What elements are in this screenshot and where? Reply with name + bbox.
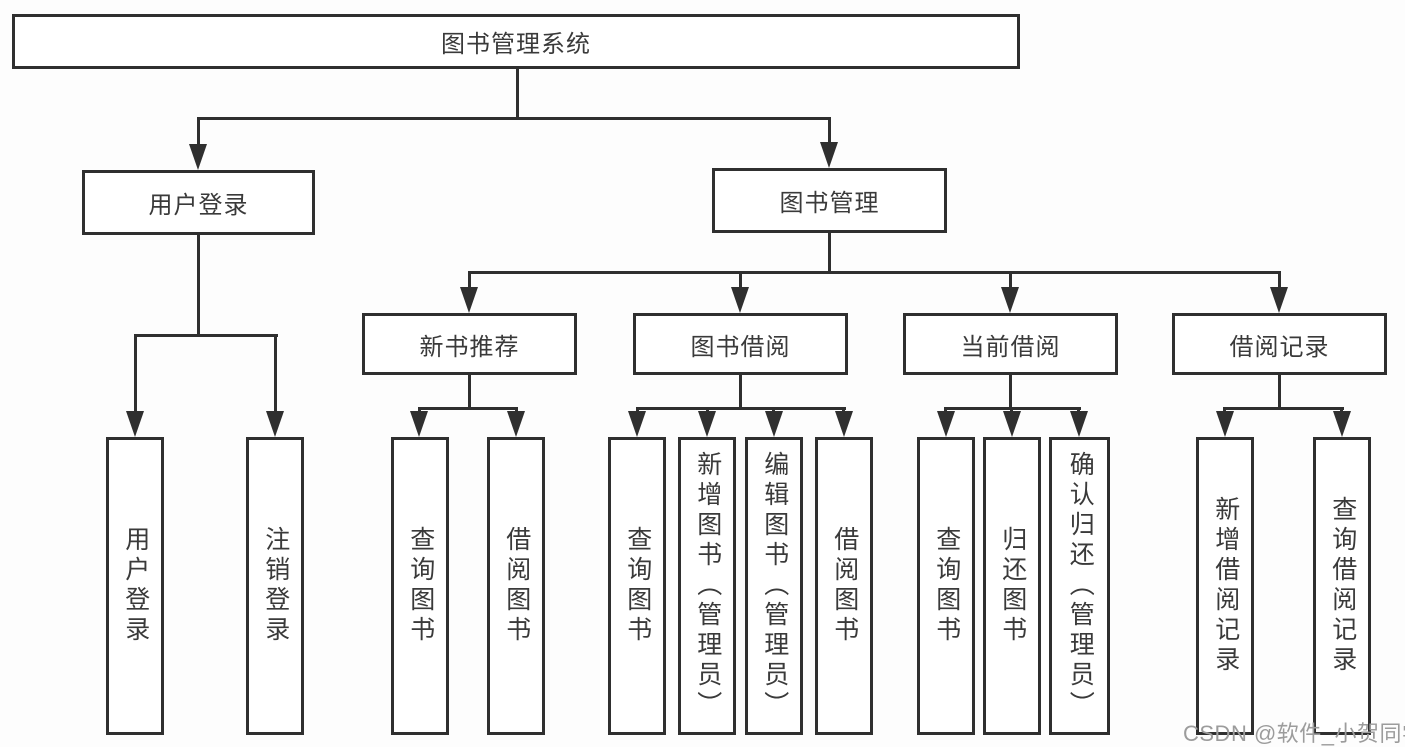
arrowhead-icon [266, 411, 284, 437]
connector-stem-book-mgmt [828, 117, 831, 143]
node-label: 确认归还（管理员） [1066, 451, 1095, 721]
node-current-borrow: 当前借阅 [903, 313, 1118, 375]
node-leaf-query-book-2: 查询图书 [608, 437, 666, 735]
connector-stem-leaf [418, 407, 421, 412]
node-leaf-return-book: 归还图书 [983, 437, 1041, 735]
connector-stem-leaf [1010, 407, 1013, 412]
node-leaf-add-borrow-record: 新增借阅记录 [1196, 437, 1254, 735]
arrowhead-icon [835, 411, 853, 437]
arrowhead-icon [820, 142, 838, 168]
connector-new-book-branch [418, 407, 518, 410]
node-leaf-borrow-book-1: 借阅图书 [487, 437, 545, 735]
connector-stem-leaf [636, 407, 639, 412]
connector-stem-leaf [842, 407, 845, 412]
node-leaf-user-login: 用户登录 [106, 437, 164, 735]
node-label: 用户登录 [148, 192, 249, 219]
node-label: 查询图书 [932, 526, 961, 646]
node-label: 新增图书（管理员） [693, 451, 722, 721]
node-leaf-query-book-1: 查询图书 [391, 437, 449, 735]
csdn-watermark: CSDN @软件_小贺同学 [1183, 721, 1405, 746]
arrowhead-icon [507, 411, 525, 437]
node-label: 当前借阅 [960, 333, 1061, 361]
connector-book-borrow-stub [739, 375, 742, 409]
arrowhead-icon [189, 144, 207, 170]
arrowhead-icon [1001, 287, 1019, 313]
connector-user-login-branch [134, 334, 278, 337]
arrowhead-icon [1216, 411, 1234, 437]
node-label: 查询图书 [406, 526, 435, 646]
arrowhead-icon [460, 287, 478, 313]
node-label: 借阅图书 [502, 526, 531, 646]
connector-stem-leaf [706, 407, 709, 412]
arrowhead-icon [1070, 411, 1088, 437]
node-book-mgmt: 图书管理 [712, 168, 947, 233]
node-leaf-add-book-admin: 新增图书（管理员） [678, 437, 736, 735]
arrowhead-icon [1270, 287, 1288, 313]
connector-stem-user-login [197, 117, 200, 145]
connector-user-login-stub [197, 235, 200, 335]
arrowhead-icon [628, 411, 646, 437]
node-label: 查询借阅记录 [1328, 496, 1357, 676]
node-label: 新增借阅记录 [1211, 496, 1240, 676]
connector-stem-leaf [1077, 407, 1080, 412]
node-label: 用户登录 [121, 526, 150, 646]
connector-stem-leaf [1223, 407, 1226, 412]
connector-borrow-record-branch [1223, 407, 1344, 410]
connector-book-mgmt-stub [828, 233, 831, 273]
node-leaf-query-book-3: 查询图书 [917, 437, 975, 735]
node-label: 查询图书 [623, 526, 652, 646]
node-user-login: 用户登录 [82, 170, 315, 235]
node-label: 图书管理系统 [441, 31, 591, 58]
connector-current-borrow-stub [1009, 375, 1012, 409]
connector-stem-leaf [1340, 407, 1343, 412]
node-label: 注销登录 [261, 526, 290, 646]
node-leaf-confirm-return-admin: 确认归还（管理员） [1049, 437, 1110, 735]
node-label: 编辑图书（管理员） [760, 451, 789, 721]
arrowhead-icon [410, 411, 428, 437]
node-leaf-query-borrow-record: 查询借阅记录 [1313, 437, 1371, 735]
node-book-borrow: 图书借阅 [633, 313, 848, 375]
connector-stem-new-book [468, 271, 471, 288]
connector-stem-borrow-record [1278, 271, 1281, 288]
node-label: 归还图书 [998, 526, 1027, 646]
node-label: 借阅记录 [1229, 333, 1330, 361]
node-borrow-record: 借阅记录 [1172, 313, 1387, 375]
node-label: 图书借阅 [690, 333, 791, 361]
node-label: 新书推荐 [419, 333, 520, 361]
arrowhead-icon [1003, 411, 1021, 437]
arrowhead-icon [698, 411, 716, 437]
connector-book-mgmt-branch [468, 271, 1281, 274]
connector-stem-leaf [944, 407, 947, 412]
arrowhead-icon [937, 411, 955, 437]
connector-stem-logout-leaf [274, 334, 277, 412]
node-label: 图书管理 [779, 190, 880, 217]
arrowhead-icon [731, 287, 749, 313]
arrowhead-icon [126, 411, 144, 437]
connector-book-borrow-branch [636, 407, 846, 410]
node-new-book-rec: 新书推荐 [362, 313, 577, 375]
connector-stem-login-leaf [134, 334, 137, 412]
connector-stem-leaf [772, 407, 775, 412]
node-label: 借阅图书 [830, 526, 859, 646]
node-leaf-logout: 注销登录 [246, 437, 304, 735]
connector-new-book-stub [468, 375, 471, 409]
arrowhead-icon [1333, 411, 1351, 437]
connector-stem-book-borrow [739, 271, 742, 288]
node-root: 图书管理系统 [12, 14, 1020, 69]
node-leaf-edit-book-admin: 编辑图书（管理员） [745, 437, 803, 735]
connector-borrow-record-stub [1278, 375, 1281, 409]
node-leaf-borrow-book-2: 借阅图书 [815, 437, 873, 735]
connector-stem-current-borrow [1009, 271, 1012, 288]
connector-root-branch [197, 117, 831, 120]
connector-stem-leaf [515, 407, 518, 412]
connector-root-stub [516, 69, 519, 118]
arrowhead-icon [765, 411, 783, 437]
